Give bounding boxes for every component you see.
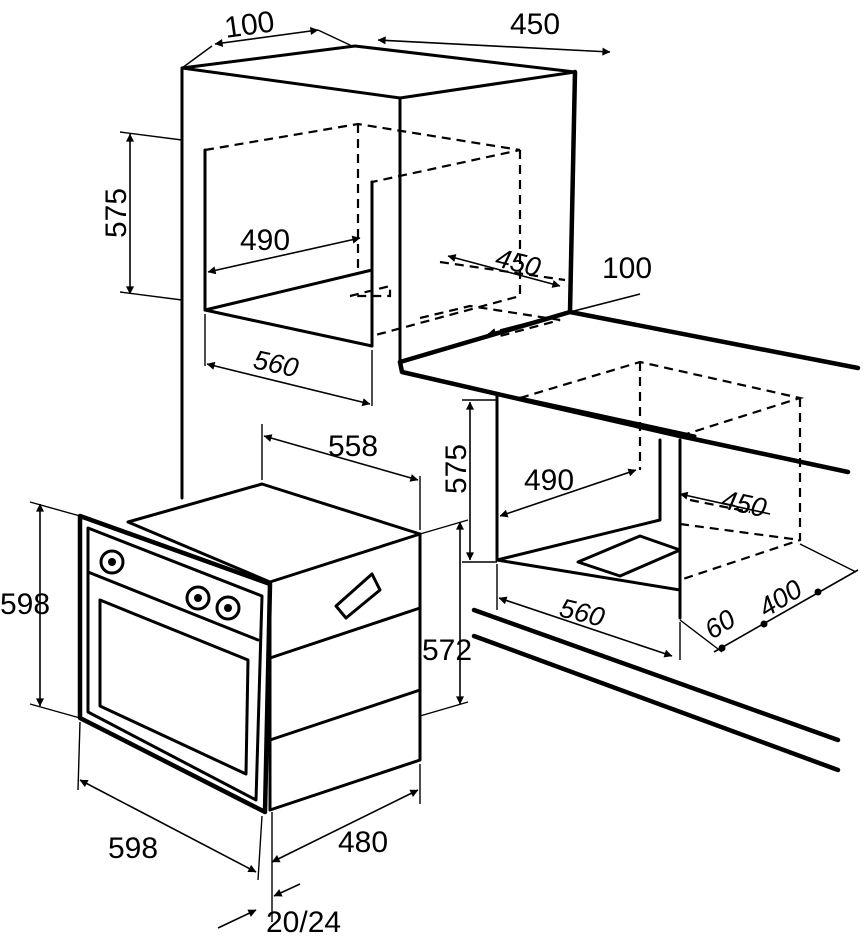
dim-wall-depth-line [207, 235, 361, 275]
dim-base-depth-line [499, 468, 637, 518]
label-wall-height: 575 [100, 188, 133, 238]
base-floor-cutout [576, 534, 682, 578]
dim-oven-front-thickness-line-b [273, 883, 301, 897]
base-cabinet [397, 309, 861, 773]
dim-base-width-line [498, 596, 673, 658]
oven-knob-right [215, 595, 241, 621]
dimension-labels: 100 450 575 490 560 450 100 558 598 572 … [0, 5, 807, 939]
oven-knob-middle [185, 585, 211, 611]
oven-body-side [268, 532, 422, 812]
dimension-lines [29, 27, 859, 929]
label-oven-body-depth: 480 [338, 826, 388, 859]
base-opening-inner [495, 438, 662, 562]
label-wall-top-depth: 100 [222, 5, 276, 45]
label-base-floor-depth: 450 [719, 485, 769, 524]
dim-base-floor-depth-line [679, 491, 771, 515]
label-wall-top-width: 450 [510, 8, 560, 41]
oven-control-strip [86, 570, 260, 642]
label-oven-top-depth: 558 [328, 430, 378, 463]
dim-oven-body-depth-line [271, 789, 419, 863]
oven [77, 482, 422, 815]
dim-wall-floor-gap-line [499, 293, 641, 331]
label-oven-front-thickness: 20/24 [266, 906, 341, 939]
wall-floor-vent-dashed [419, 304, 561, 338]
oven-knob-left [99, 549, 125, 575]
wall-cabinet-back-edge [567, 69, 578, 315]
dim-oven-front-thickness-line-a [217, 909, 257, 929]
worktop-front-lip [518, 396, 697, 438]
label-wall-depth: 490 [240, 224, 290, 257]
wall-cavity-top-dashed [204, 122, 521, 184]
dim-base-vent-line [713, 569, 859, 653]
dim-oven-top-depth-line [263, 434, 419, 482]
label-oven-body-height: 572 [422, 634, 472, 667]
worktop-top-edge [397, 309, 861, 371]
dim-wall-top-depth-line [214, 27, 319, 47]
oven-side-handle [334, 572, 382, 620]
oven-body-seam [268, 606, 422, 660]
label-wall-floor-gap: 100 [602, 252, 652, 285]
label-base-height: 575 [440, 444, 473, 494]
dim-wall-top-width-line [377, 36, 611, 56]
wall-cavity-right-dashed [371, 150, 522, 338]
oven-front-frame [77, 513, 273, 815]
label-oven-front-height: 598 [0, 588, 50, 621]
oven-door-window [98, 598, 250, 776]
base-cavity-top-dashed [519, 360, 805, 438]
label-base-vent-400: 400 [753, 574, 807, 623]
label-base-depth: 490 [524, 464, 574, 497]
dim-oven-front-width-line [79, 779, 257, 873]
wall-cabinet-top [180, 44, 577, 100]
wall-cavity-slot-dashed [349, 284, 392, 298]
label-base-width: 560 [557, 593, 608, 633]
dim-wall-floor-depth-line [447, 254, 561, 288]
label-wall-width: 560 [251, 345, 301, 384]
plinth-line-upper [471, 607, 841, 743]
oven-body-base-line [268, 688, 422, 742]
label-oven-front-width: 598 [108, 832, 158, 865]
base-floor-depth-dashed-2 [689, 498, 751, 514]
dim-wall-width-line [206, 361, 371, 407]
oven-top-face [126, 482, 422, 584]
base-floor-depth-dashed [679, 522, 801, 542]
plinth-line-lower [471, 633, 841, 773]
label-wall-floor-depth: 450 [493, 243, 544, 283]
